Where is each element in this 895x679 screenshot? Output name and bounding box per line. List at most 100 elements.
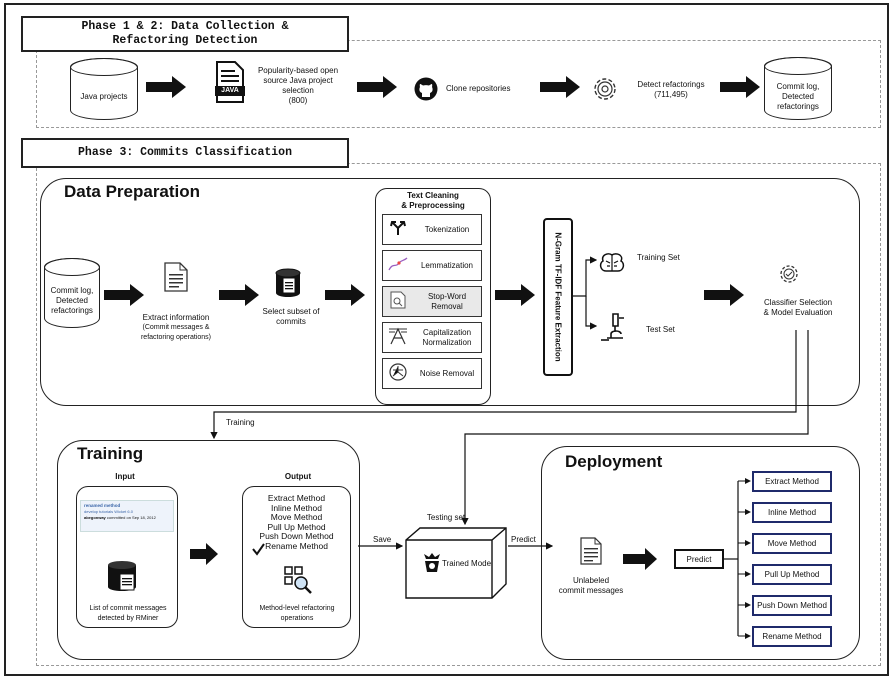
output-method-item: Inline Method	[270, 502, 323, 513]
dp-commit-log-line2: Detected	[55, 296, 89, 305]
clone-label: Clone repositories	[446, 84, 511, 93]
commit-list-label: List of commit messages detected by RMin…	[79, 604, 177, 624]
output-method-item: Extract Method	[267, 493, 326, 503]
extract-line2: (Commit messages &	[142, 324, 210, 331]
predict-flow-label: Predict	[511, 535, 536, 544]
block-arrow	[540, 76, 580, 98]
detect-label: Detect refactorings (711,495)	[626, 80, 716, 100]
block-arrow	[704, 284, 744, 306]
training-title: Training	[77, 444, 144, 463]
step-tokenization-label: Tokenization	[424, 224, 470, 234]
deployment-output-box: Rename Method	[752, 626, 832, 647]
predict-box: Predict	[674, 549, 724, 569]
commit-list-db-icon	[107, 560, 137, 592]
text-cleaning-title: Text Cleaning & Preprocessing	[376, 191, 490, 211]
commit-preview-meta: committed on Sep 18, 2012	[106, 515, 156, 520]
block-arrow	[720, 76, 760, 98]
extract-label: Extract information (Commit messages & r…	[124, 313, 228, 343]
test-set-microscope-icon	[599, 312, 627, 342]
selection-line4: (800)	[288, 96, 308, 105]
save-label: Save	[373, 535, 392, 544]
lemmatization-icon	[383, 256, 413, 275]
step-stopword-line1: Stop-Word	[427, 291, 467, 301]
subset-db-icon	[275, 268, 301, 298]
stopword-document-icon	[383, 291, 413, 312]
deployment-title: Deployment	[565, 452, 663, 471]
step-lemmatization: Lemmatization	[382, 250, 482, 281]
commit-preview-user: abegonway	[84, 515, 106, 520]
deployment-output-box: Inline Method	[752, 502, 832, 523]
detect-line2: (711,495)	[654, 90, 688, 99]
deployment-output-box: Push Down Method	[752, 595, 832, 616]
text-cleaning-line1: Text Cleaning	[407, 191, 459, 200]
step-tokenization: Tokenization	[382, 214, 482, 245]
phase12-title-line2: Refactoring Detection	[112, 34, 258, 47]
selection-line1: Popularity-based open	[257, 66, 339, 75]
block-arrow	[495, 284, 535, 306]
step-noise-removal: Noise Removal	[382, 358, 482, 389]
connector-training-set	[573, 256, 598, 297]
github-icon	[414, 77, 438, 101]
step-noise-removal-label: Noise Removal	[419, 368, 475, 378]
block-arrows	[104, 76, 760, 570]
figure-frame	[4, 3, 889, 676]
commit-preview-tag1: develop	[84, 509, 99, 514]
checkmark-icon	[252, 543, 265, 556]
unlabeled-line1: Unlabeled	[572, 576, 610, 585]
java-badge: JAVA	[221, 87, 239, 94]
connector-test-set	[585, 296, 598, 330]
block-arrow	[357, 76, 397, 98]
method-level-label: Method-level refactoring operations	[245, 604, 349, 624]
method-level-line2: operations	[280, 615, 314, 622]
step-capitalization-line2: Normalization	[422, 337, 472, 347]
subset-line1: Select subset of	[262, 307, 320, 316]
training-set-brain-icon	[598, 249, 626, 275]
training-flow-label: Training	[226, 418, 255, 427]
deployment-output-box: Move Method	[752, 533, 832, 554]
data-prep-title: Data Preparation	[64, 182, 201, 201]
classifier-line2: & Model Evaluation	[763, 308, 833, 317]
noise-removal-icon	[383, 363, 413, 384]
output-method-item: Pull Up Method	[267, 521, 326, 532]
step-stopword-line2: Removal	[431, 301, 463, 311]
classifier-gear-icon	[778, 263, 800, 285]
text-cleaning-line2: & Preprocessing	[401, 201, 465, 210]
training-set-label: Training Set	[637, 253, 680, 262]
test-set-label: Test Set	[646, 325, 675, 334]
extract-line1: Extract information	[142, 313, 210, 322]
phase12-commit-log-db: Commit log, Detected refactorings	[764, 57, 832, 120]
unlabeled-label: Unlabeled commit messages	[556, 576, 626, 596]
predict-box-label: Predict	[686, 554, 712, 564]
thin-connectors	[210, 256, 809, 636]
phase12-region	[36, 40, 881, 128]
block-arrow	[190, 543, 218, 565]
java-projects-label: Java projects	[80, 92, 128, 101]
output-heading: Output	[284, 472, 312, 481]
block-arrow	[623, 548, 657, 570]
commit-preview-tags: develop tutorials Wicket 6.0	[84, 509, 170, 515]
capitalization-icon	[383, 327, 413, 348]
testing-set-label: Testing set	[426, 513, 466, 522]
trained-model-box: Trained Model	[404, 526, 508, 600]
phase3-title: Phase 3: Commits Classification	[21, 138, 349, 168]
detect-gear-icon	[589, 73, 621, 105]
text-cleaning-panel: Text Cleaning & Preprocessing Tokenizati…	[375, 188, 491, 405]
phase12-commit-log-line2: Detected	[781, 91, 815, 101]
phase12-commit-log-line1: Commit log,	[776, 81, 820, 91]
method-level-line1: Method-level refactoring	[259, 605, 335, 612]
connector-to-training	[210, 330, 797, 440]
commit-preview-title: renamed method	[84, 503, 121, 508]
commit-preview-card: renamed method develop tutorials Wicket …	[80, 500, 174, 532]
output-method-item: Move Method	[270, 512, 323, 522]
output-method-item: Rename Method	[265, 540, 328, 551]
commit-list-line1: List of commit messages	[89, 605, 167, 612]
output-card	[242, 486, 351, 628]
extract-document-icon	[164, 262, 188, 292]
commit-preview-tag2: tutorials	[99, 509, 114, 514]
phase3-region	[36, 163, 881, 666]
